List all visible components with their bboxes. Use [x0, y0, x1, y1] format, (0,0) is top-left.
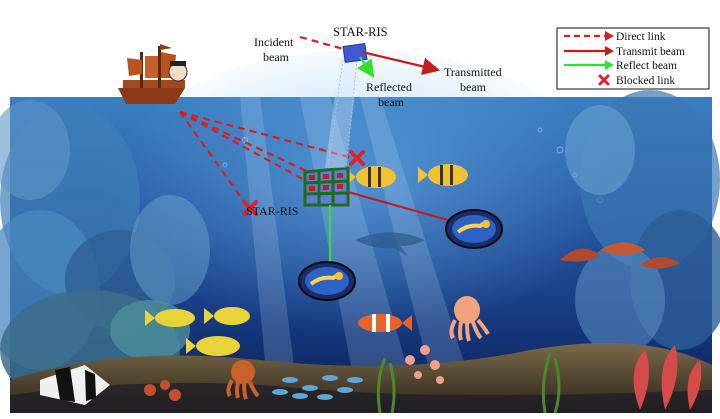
- legend-reflect-beam-label: Reflect beam: [616, 60, 677, 72]
- striped-fish-2: [418, 164, 468, 186]
- star-ris-top-label: STAR-RIS: [333, 25, 388, 39]
- legend-box: [556, 27, 710, 90]
- incident-beam-line: [299, 35, 348, 52]
- legend-blocked-link-label: Blocked link: [616, 75, 675, 87]
- transmitted-beam-line: [361, 50, 441, 76]
- diver-lower: [298, 261, 356, 301]
- legend-transmit-beam-label: Transmit beam: [616, 46, 685, 58]
- legend-item-reflect-beam: Reflect beam: [564, 60, 677, 72]
- incident-beam-label-line1: Incident: [254, 35, 294, 49]
- octopus-orange: [226, 360, 260, 400]
- reflected-beam-label-line1: Reflected: [366, 80, 412, 94]
- legend-direct-link-arrow: [605, 31, 614, 41]
- octopus-pink: [449, 296, 490, 342]
- reflected-beam-label-line2: beam: [378, 95, 405, 109]
- transmit-beam-underwater: [347, 190, 463, 226]
- seabed-shadow: [10, 382, 712, 413]
- legend: Direct link Transmit beam Reflect beam B…: [556, 27, 710, 90]
- school-of-fish: [272, 375, 363, 400]
- direct-links: [179, 110, 361, 208]
- transmitted-beam-label-line2: beam: [460, 80, 487, 94]
- blocked-link-cross-upper: [349, 150, 365, 166]
- angel-fish: [40, 365, 110, 405]
- legend-item-blocked-link: Blocked link: [598, 74, 675, 87]
- ris-light-column: [325, 58, 360, 168]
- legend-transmit-beam-arrow: [605, 46, 614, 56]
- legend-item-direct-link: Direct link: [564, 31, 666, 43]
- clown-fish: [358, 314, 412, 332]
- star-ris-underwater-panel: [303, 166, 350, 207]
- legend-item-transmit-beam: Transmit beam: [564, 46, 685, 58]
- transmitted-beam-label-line1: Transmitted: [444, 65, 502, 79]
- diver-right: [445, 209, 503, 249]
- blocked-link-cross-lower: [242, 200, 258, 216]
- reflected-beam-line: [357, 56, 375, 78]
- dolphin: [355, 232, 425, 256]
- right-coral-reef: [560, 90, 720, 355]
- legend-blocked-link-cross: [598, 74, 610, 86]
- legend-reflect-beam-arrow: [605, 60, 614, 70]
- ship-transmitter: [118, 44, 188, 104]
- legend-direct-link-label: Direct link: [616, 31, 666, 43]
- star-ris-underwater-label: STAR-RIS: [246, 204, 298, 218]
- seabed-plants: [144, 345, 702, 414]
- yellow-fish-group: [145, 307, 250, 356]
- incident-beam-label-line2: beam: [263, 50, 290, 64]
